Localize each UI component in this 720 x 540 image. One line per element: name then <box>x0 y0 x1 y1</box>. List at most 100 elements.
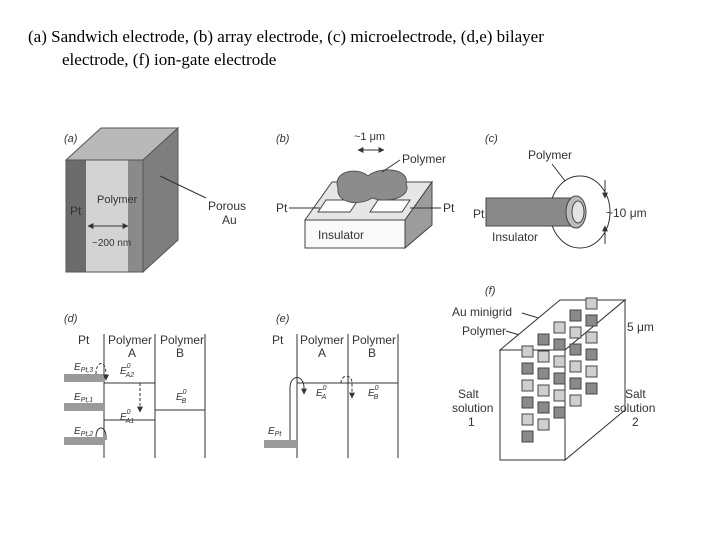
panel-d-tag: (d) <box>64 313 78 325</box>
mesh-cell <box>569 326 582 339</box>
insulator-label: Insulator <box>318 228 364 242</box>
a-label-d: A <box>128 346 136 360</box>
mesh-cell <box>521 379 534 392</box>
mesh-cell <box>585 365 598 378</box>
ept-label-e: EPt <box>268 426 282 438</box>
au-label: Au <box>222 213 237 227</box>
polymer-label-c: Polymer <box>528 148 572 162</box>
panel-b-tag: (b) <box>276 133 290 145</box>
minigrid-mesh <box>521 297 598 443</box>
insulator-block <box>304 219 406 249</box>
panel-a-sandwich: (a) Polymer Pt ~200 nm Porous Au <box>64 126 246 274</box>
pt-label-c: Pt <box>473 207 485 221</box>
salt-2-label: Salt <box>625 387 646 401</box>
mesh-cell <box>521 413 534 426</box>
mesh-cell <box>553 406 566 419</box>
ept2-label: EPt,2 <box>74 426 93 438</box>
mesh-cell <box>553 372 566 385</box>
number-1-label: 1 <box>468 415 475 429</box>
polymer-b-label-d: Polymer <box>160 333 204 347</box>
mesh-cell <box>537 418 550 431</box>
porous-label: Porous <box>208 199 246 213</box>
pt-label-d: Pt <box>78 333 90 347</box>
panel-c-tag: (c) <box>485 133 498 145</box>
pt-right-label: Pt <box>443 201 455 215</box>
panel-f-tag: (f) <box>485 285 496 297</box>
polymer-a-label-d: Polymer <box>108 333 152 347</box>
transfer-arrow-e2 <box>340 375 355 399</box>
mesh-cell <box>537 350 550 363</box>
panel-b-array: (b) ~1 μm Insulator Polymer Pt Pt <box>276 131 455 250</box>
pt-label-e: Pt <box>272 333 284 347</box>
gap-label: ~1 μm <box>354 131 385 143</box>
minigrid-label: Au minigrid <box>452 305 512 319</box>
ept3-label: EPt,3 <box>74 362 93 374</box>
polymer-blob <box>336 169 408 204</box>
mesh-cell <box>521 430 534 443</box>
mesh-cell <box>569 360 582 373</box>
polymer-label: Polymer <box>97 194 138 206</box>
a-label-e: A <box>318 346 326 360</box>
mesh-cell <box>585 331 598 344</box>
cube-front-outline <box>65 159 144 273</box>
diameter-label: ~10 μm <box>606 206 647 220</box>
panel-f-ion-gate: (f) Au minigrid 5 μm Polymer Salt soluti… <box>452 285 655 462</box>
mesh-cell <box>585 314 598 327</box>
mesh-cell <box>569 394 582 407</box>
mesh-cell <box>537 384 550 397</box>
mesh-cell <box>537 333 550 346</box>
transfer-arrow-3 <box>95 427 107 440</box>
panel-a-tag: (a) <box>64 133 78 145</box>
mesh-cell <box>585 348 598 361</box>
figure-caption: (a) Sandwich electrode, (b) array electr… <box>28 25 688 71</box>
polymer-pointer <box>381 159 401 173</box>
transfer-arrow-1 <box>95 363 109 381</box>
caption-line-2: electrode, (f) ion-gate electrode <box>62 50 277 69</box>
porous-au-pointer <box>159 175 207 199</box>
pt-right-electrode <box>369 199 411 213</box>
fermi-level-pt-e <box>264 440 297 448</box>
polymer-layer <box>86 160 128 272</box>
solution-1-label: solution <box>452 401 493 415</box>
mesh-cell <box>569 309 582 322</box>
thickness-label: ~200 nm <box>92 238 131 249</box>
b-label-d: B <box>176 346 184 360</box>
mesh-cell <box>521 345 534 358</box>
insulator-label-c: Insulator <box>492 230 538 244</box>
b-label-e: B <box>368 346 376 360</box>
number-2-label: 2 <box>632 415 639 429</box>
porous-au-layer <box>128 160 143 272</box>
mesh-cell <box>553 321 566 334</box>
ept1-label: EPt,1 <box>74 392 93 404</box>
mesh-cell <box>537 367 550 380</box>
mesh-cell <box>569 343 582 356</box>
caption-line-1: (a) Sandwich electrode, (b) array electr… <box>28 27 544 46</box>
polymer-a-label-e: Polymer <box>300 333 344 347</box>
panel-d-bilayer: (d) Pt Polymer A Polymer B EPt,3 EPt,1 E… <box>64 313 206 458</box>
panel-e-tag: (e) <box>276 313 290 325</box>
mesh-cell <box>521 396 534 409</box>
fermi-level-2 <box>64 437 104 445</box>
mesh-cell <box>553 355 566 368</box>
polymer-label-b: Polymer <box>402 152 446 166</box>
mesh-cell <box>521 362 534 375</box>
mesh-cell <box>537 401 550 414</box>
salt-1-label: Salt <box>458 387 479 401</box>
wire-end-inner <box>571 200 585 224</box>
fermi-level-1 <box>64 403 104 411</box>
mesh-cell <box>585 297 598 310</box>
fermi-level-3 <box>64 374 104 382</box>
panel-c-micro: (c) Polymer Pt Insulator ~10 μm <box>473 133 647 249</box>
dim-label-f: 5 μm <box>627 320 654 334</box>
polymer-b-label-e: Polymer <box>352 333 396 347</box>
mesh-cell <box>569 377 582 390</box>
transfer-arrow-e1 <box>289 377 307 440</box>
mesh-cell <box>553 338 566 351</box>
mesh-cell <box>553 389 566 402</box>
